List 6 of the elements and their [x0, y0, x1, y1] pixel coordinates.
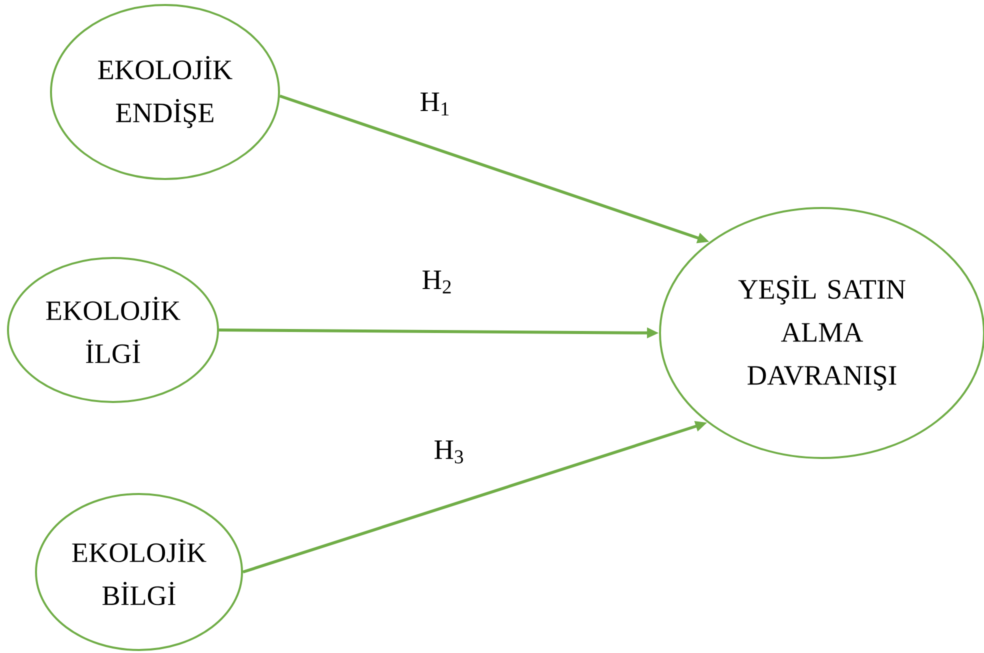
edge-label: H$_{1}$ — [420, 92, 449, 116]
edge-label: H$_{3}$ — [434, 440, 463, 464]
ellipse-node: EKOLOJİK ENDİŞE — [50, 4, 280, 180]
edge-label: H$_{2}$ — [422, 270, 451, 294]
ellipse-node: EKOLOJİK BİLGİ — [35, 493, 243, 651]
ellipse-node: EKOLOJİK İLGİ — [7, 257, 219, 403]
